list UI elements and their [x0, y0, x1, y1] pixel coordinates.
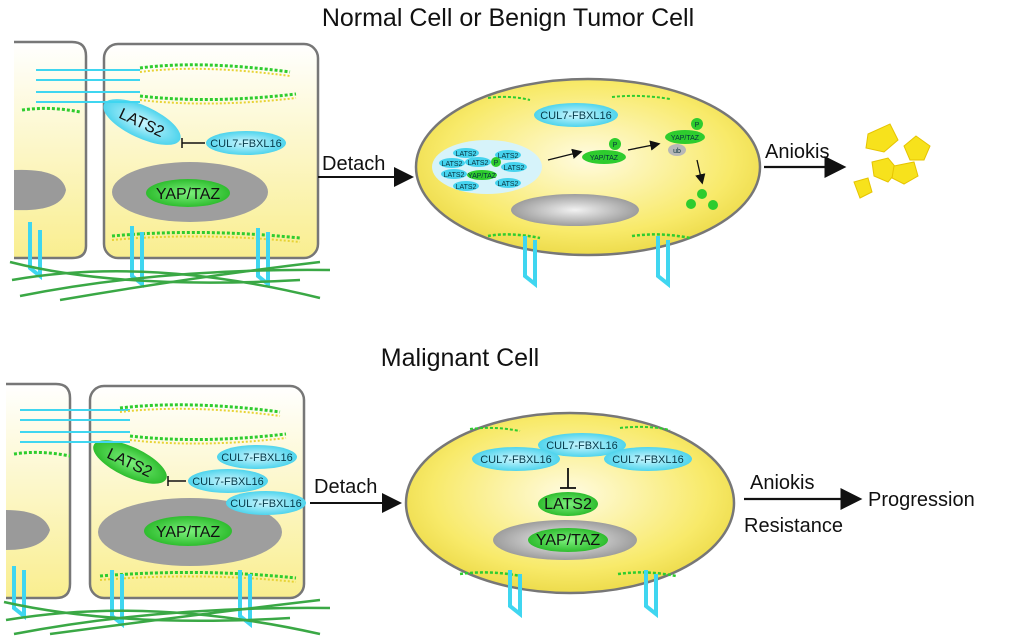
complex-lats2-label: LATS2 [498, 153, 519, 160]
top-detach-label: Detach [322, 153, 385, 175]
degraded-fragment [697, 189, 707, 199]
yap-phospho-label: YAP/TAZ [590, 155, 619, 162]
complex-lats2-label: LATS2 [468, 160, 489, 167]
bottom-actin-fibers [13, 403, 297, 580]
top-floating-cul7-label: CUL7-FBXL16 [540, 110, 612, 122]
arrow-yap-to-ub [627, 140, 661, 151]
bottom-cul7-label: CUL7-FBXL16 [192, 476, 264, 488]
bottom-attached-yap-node [144, 516, 232, 546]
p-label-2: P [695, 122, 700, 129]
progression-label: Progression [868, 489, 975, 511]
top-left-nucleus [14, 169, 66, 211]
bottom-floating-yap-node [528, 528, 608, 552]
bottom-attached-lats2-node [93, 440, 167, 484]
complex-lats2-label: LATS2 [498, 181, 519, 188]
bottom-detach-label: Detach [314, 476, 377, 498]
complex-lats2-label: LATS2 [456, 184, 477, 191]
top-title: Normal Cell or Benign Tumor Cell [322, 4, 694, 32]
bottom-floating-lats2-label: LATS2 [544, 496, 592, 513]
bottom-floating-yap-label: YAP/TAZ [536, 532, 601, 549]
bottom-cul7-node-3 [226, 491, 306, 515]
p-node-1 [609, 138, 621, 150]
bottom-attached-cell: YAP/TAZ LATS2 CUL7-FBXL16 CUL7-FBXL16 CU… [88, 384, 306, 600]
bottom-title: Malignant Cell [381, 344, 539, 372]
top-ecm-fibers [9, 260, 331, 302]
yap-ub-node [665, 130, 705, 144]
top-floating-nucleus [511, 194, 639, 226]
bottom-floating-integrins [508, 570, 658, 619]
bottom-outcome-line2: Resistance [744, 515, 843, 537]
p-label-1: P [613, 142, 618, 149]
top-floating-cell: CUL7-FBXL16 LATS2 LATS2 LATS2 LATS2 LATS… [414, 77, 762, 257]
bottom-cul7-node-2 [188, 469, 268, 493]
bottom-cul7-label: CUL7-FBXL16 [221, 452, 293, 464]
p-node-2 [691, 118, 703, 130]
ub-label: ub [673, 148, 681, 155]
bottom-floating-cul7-label: CUL7-FBXL16 [546, 440, 618, 452]
degraded-fragment [686, 199, 696, 209]
top-left-neighbor-cell [14, 40, 88, 260]
yap-ub-label: YAP/TAZ [671, 135, 700, 142]
complex-lats2-label: LATS2 [442, 161, 463, 168]
complex-lats2-label: LATS2 [504, 165, 525, 172]
top-floating-cul7-node [534, 103, 618, 127]
bottom-cul7-node-1 [217, 445, 297, 469]
bottom-ecm-fibers [3, 598, 331, 636]
bottom-actin-fibers-yellow [99, 407, 297, 583]
top-attached-yap-node [146, 179, 230, 207]
bottom-floating-cul7-label: CUL7-FBXL16 [480, 454, 552, 466]
top-attached-cul7-label: CUL7-FBXL16 [210, 138, 282, 150]
bottom-left-neighbor-cell [6, 382, 72, 600]
bottom-floating-cul7-node-2 [472, 447, 560, 471]
top-outcome-label: Aniokis [765, 141, 829, 163]
top-attached-cul7-node [206, 131, 286, 155]
top-floating-integrins [523, 236, 670, 289]
bottom-left-nucleus [6, 510, 50, 550]
top-attached-yap-label: YAP/TAZ [156, 186, 221, 203]
bottom-floating-cul7-node-3 [604, 447, 692, 471]
bottom-floating-lats2-node [538, 492, 598, 516]
arrow-complex-to-yap [547, 148, 583, 161]
complex-lats2-label: LATS2 [444, 172, 465, 179]
apoptotic-fragments [853, 123, 931, 199]
complex-p-label: P [494, 160, 499, 167]
bottom-cul7-label: CUL7-FBXL16 [230, 498, 302, 510]
bottom-attached-yap-label: YAP/TAZ [156, 524, 221, 541]
complex-lats2-label: LATS2 [456, 151, 477, 158]
ub-node [668, 144, 686, 156]
yap-phospho-node [582, 150, 626, 164]
bottom-floating-cul7-label: CUL7-FBXL16 [612, 454, 684, 466]
top-junction-fibers [36, 69, 140, 103]
bottom-floating-cell: YAP/TAZ LATS2 CUL7-FBXL16 CUL7-FBXL16 CU… [404, 411, 736, 595]
complex-yap-label: YAP/TAZ [468, 173, 497, 180]
top-lats2-complex: LATS2 LATS2 LATS2 LATS2 LATS2 LATS2 LATS… [439, 148, 527, 191]
bottom-outcome-line1: Aniokis [750, 472, 814, 494]
bottom-junction-fibers [20, 409, 130, 443]
arrow-to-degradation [695, 159, 706, 185]
bottom-floating-cul7-node-1 [538, 433, 626, 457]
degraded-fragment [708, 200, 718, 210]
top-attached-lats2-node [103, 99, 181, 145]
